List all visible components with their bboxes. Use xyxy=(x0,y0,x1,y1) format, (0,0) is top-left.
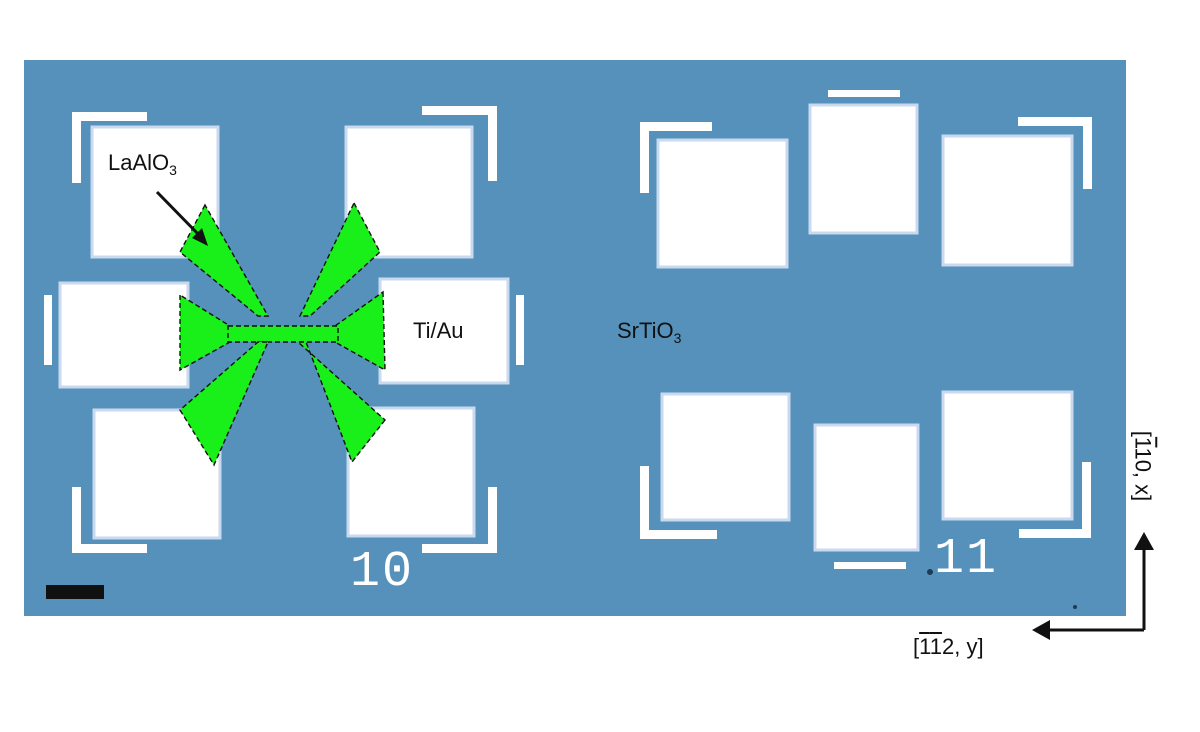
contact-pad xyxy=(941,134,1074,267)
device-number-10: 10 xyxy=(350,544,415,601)
contact-pad xyxy=(813,423,920,552)
axis-arrows-icon xyxy=(1032,532,1154,640)
laalo3-region xyxy=(179,201,386,467)
device-10 xyxy=(44,106,524,553)
tiau-label: Ti/Au xyxy=(413,318,464,343)
contact-pad xyxy=(941,390,1074,521)
contact-pad xyxy=(378,277,510,385)
axis-label-x: [110, x] xyxy=(1130,430,1156,502)
tiau-pads-left xyxy=(58,125,510,540)
scale-bar-icon xyxy=(46,585,104,599)
contact-pad xyxy=(660,392,791,522)
contact-pad xyxy=(808,103,919,235)
contact-pad xyxy=(58,281,190,389)
arrow-pointer-icon xyxy=(155,190,208,246)
axis-label-y: [112, y] xyxy=(913,634,984,659)
tiau-pads-right xyxy=(656,103,1074,552)
device-number-11: 11 xyxy=(934,531,999,588)
alignment-marks-right xyxy=(640,90,1092,569)
device-11 xyxy=(640,90,1092,609)
alignment-marks-left xyxy=(44,106,524,553)
contact-pad xyxy=(656,138,789,269)
srtio3-label: SrTiO3 xyxy=(617,318,682,346)
laalo3-label: LaAlO3 xyxy=(108,150,177,178)
